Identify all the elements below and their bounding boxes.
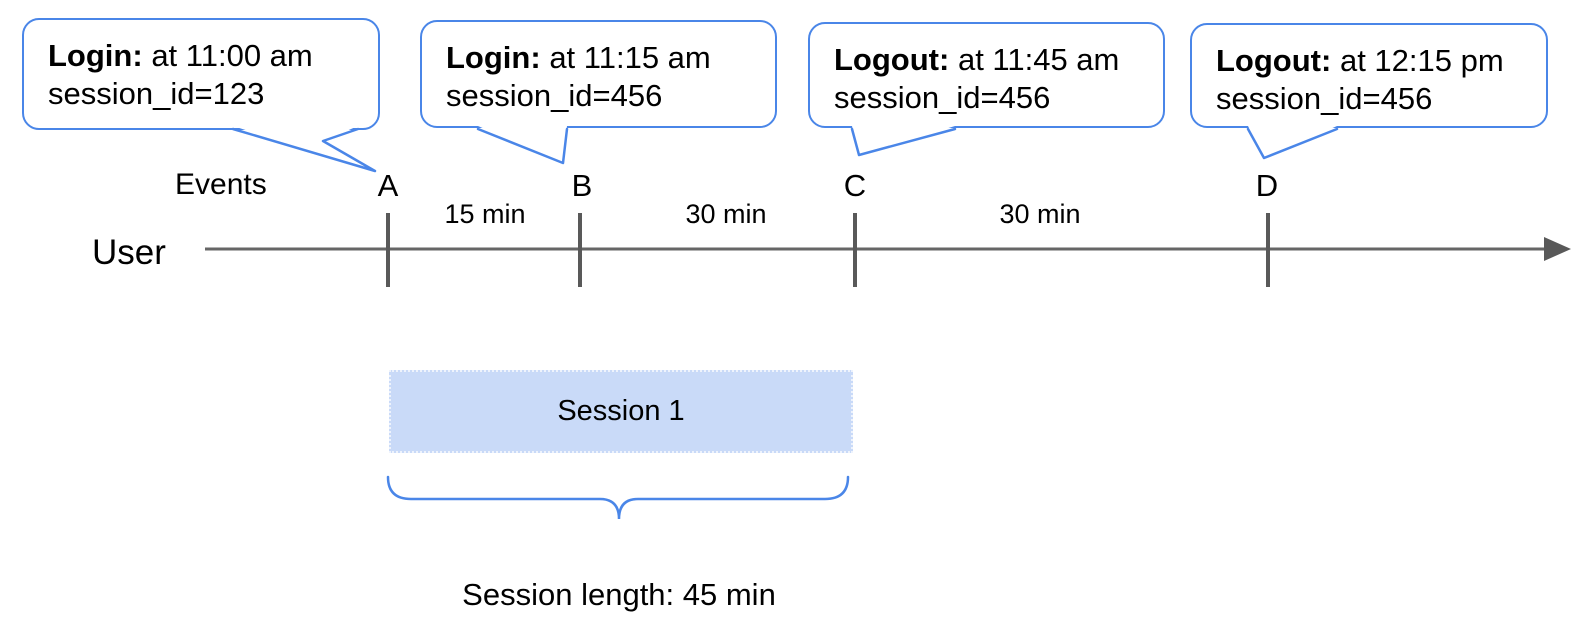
callout-tail-d xyxy=(1248,126,1337,158)
events-axis-label: Events xyxy=(175,168,267,201)
session-1-box: Session 1 xyxy=(389,370,853,453)
callout-time-text: at 11:00 am xyxy=(151,38,313,73)
callout-tail-b xyxy=(478,126,567,163)
callout-time-text: at 11:15 am xyxy=(549,40,711,75)
session-length-brace xyxy=(386,475,850,520)
callout-action-label: Logout: xyxy=(1216,43,1332,78)
callout-tail-c xyxy=(852,126,955,155)
callout-login-a: Login: at 11:00 am session_id=123 xyxy=(22,18,380,130)
callout-tail-b-outline xyxy=(476,127,569,165)
callout-action-label: Logout: xyxy=(834,42,950,77)
callout-session-text: session_id=456 xyxy=(834,80,1051,115)
callout-action-label: Login: xyxy=(446,40,541,75)
event-marker-c: C xyxy=(843,168,867,203)
callout-logout-d: Logout: at 12:15 pm session_id=456 xyxy=(1190,23,1548,128)
callout-line-event: Login: at 11:15 am xyxy=(446,39,757,77)
session-length-label: Session length: 45 min xyxy=(462,577,776,612)
callout-session-text: session_id=456 xyxy=(1216,81,1433,116)
callout-tail-a-outline xyxy=(231,127,377,173)
callout-session-text: session_id=123 xyxy=(48,76,265,111)
event-marker-d: D xyxy=(1255,168,1279,203)
callout-line-event: Logout: at 12:15 pm xyxy=(1216,42,1528,80)
callout-logout-c: Logout: at 11:45 am session_id=456 xyxy=(808,22,1165,128)
user-axis-label: User xyxy=(92,233,166,272)
callout-tail-d-outline xyxy=(1246,127,1339,160)
callout-time-text: at 11:45 am xyxy=(957,42,1120,77)
interval-a-b-label: 15 min xyxy=(444,199,526,229)
callout-line-event: Login: at 11:00 am xyxy=(48,37,360,75)
interval-c-d-label: 30 min xyxy=(999,199,1081,229)
callout-line-event: Logout: at 11:45 am xyxy=(834,41,1145,79)
callout-tail-c-outline xyxy=(850,127,957,157)
callout-time-text: at 12:15 pm xyxy=(1339,43,1504,78)
callout-tail-a xyxy=(233,126,375,171)
timeline-arrowhead-icon xyxy=(1544,237,1571,261)
event-marker-b: B xyxy=(571,168,593,203)
callout-action-label: Login: xyxy=(48,38,143,73)
callout-login-b: Login: at 11:15 am session_id=456 xyxy=(420,20,777,128)
session-box-label: Session 1 xyxy=(557,395,685,427)
interval-b-c-label: 30 min xyxy=(685,199,767,229)
event-marker-a: A xyxy=(377,168,399,203)
callout-session-text: session_id=456 xyxy=(446,78,663,113)
